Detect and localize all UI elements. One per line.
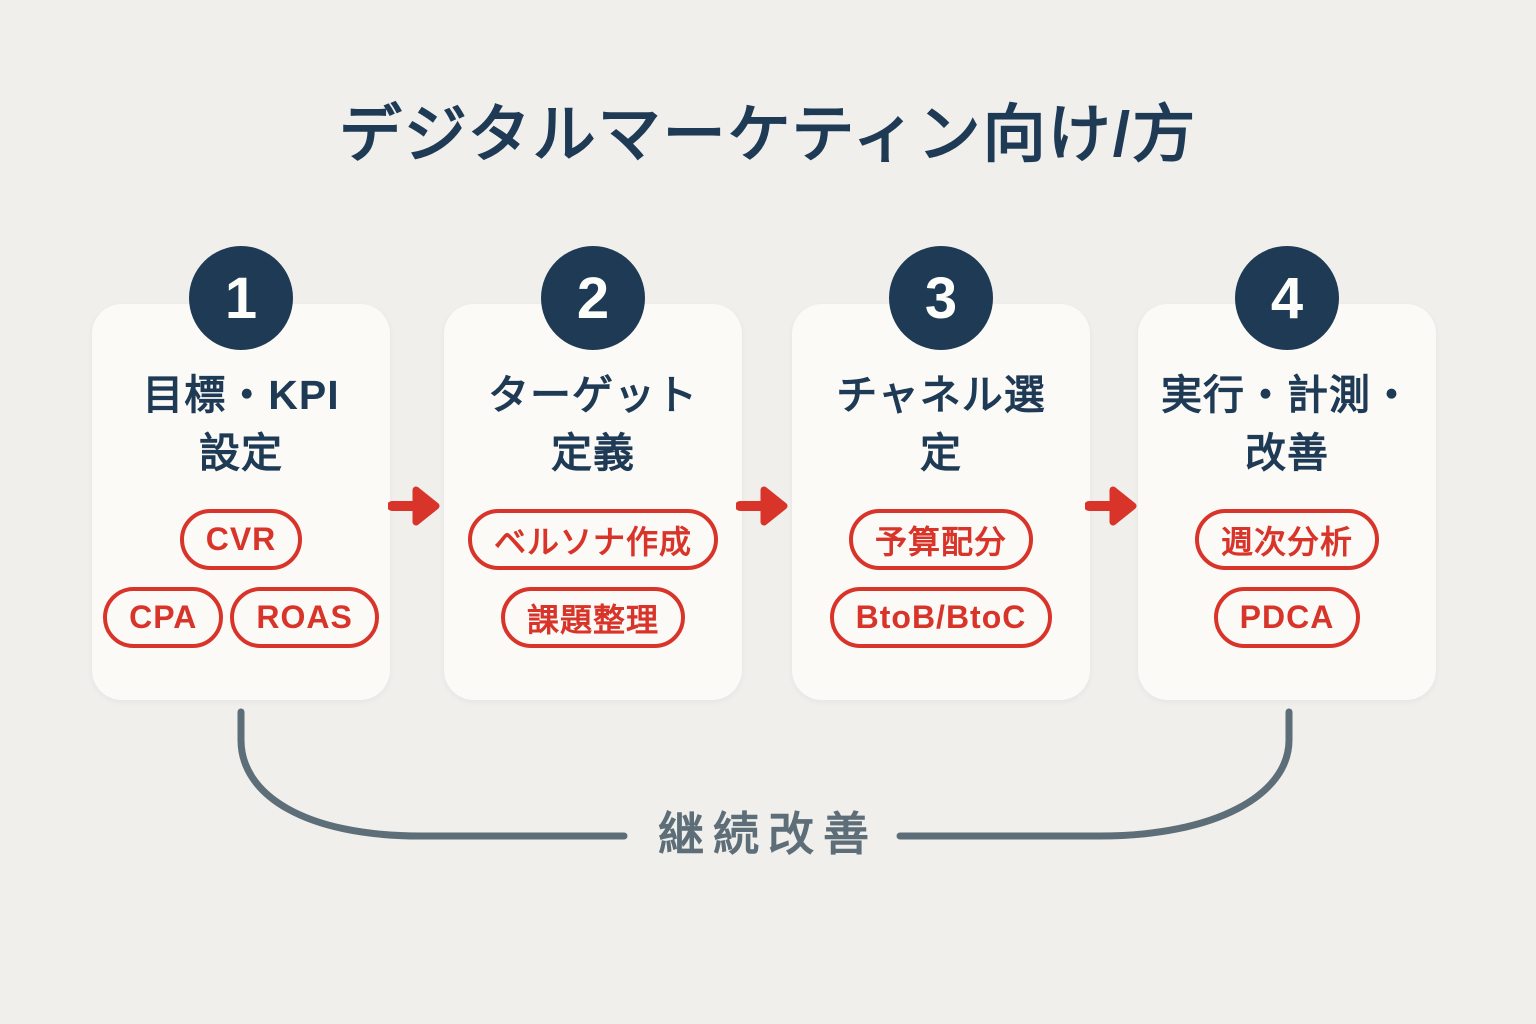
tag-row: CPA ROAS (103, 587, 379, 648)
step-title: チャネル選 定 (792, 366, 1090, 482)
step-number-badge: 3 (889, 246, 993, 350)
tag-row: BtoB/BtoC (829, 587, 1053, 648)
tag-group: 予算配分 BtoB/BtoC (792, 509, 1090, 648)
step-card-3: 3 チャネル選 定 予算配分 BtoB/BtoC (792, 246, 1090, 700)
step-number-badge: 1 (189, 246, 293, 350)
keyword-pill: CVR (179, 509, 303, 570)
keyword-pill: PDCA (1213, 587, 1361, 648)
keyword-pill: 週次分析 (1194, 509, 1379, 570)
step-title: 目標・KPI 設定 (92, 366, 390, 482)
tag-group: ベルソナ作成 課題整理 (444, 509, 742, 648)
step-title-line1: 実行・計測・ (1161, 372, 1413, 418)
keyword-pill: ベルソナ作成 (467, 509, 718, 570)
step-title-line1: ターゲット (488, 372, 698, 418)
step-card-2: 2 ターゲット 定義 ベルソナ作成 課題整理 (444, 246, 742, 700)
step-number-badge: 4 (1235, 246, 1339, 350)
feedback-loop-line (237, 708, 1293, 840)
tag-row: ベルソナ作成 (467, 509, 718, 570)
right-arrow-icon (387, 482, 444, 530)
tag-group: 週次分析 PDCA (1138, 509, 1436, 648)
keyword-pill: ROAS (230, 587, 379, 648)
keyword-pill: 課題整理 (500, 587, 685, 648)
step-title-line1: チャネル選 (836, 372, 1046, 418)
step-title-line2: 改善 (1245, 430, 1329, 476)
step-card-4: 4 実行・計測・ 改善 週次分析 PDCA (1138, 246, 1436, 700)
step-title: ターゲット 定義 (444, 366, 742, 482)
keyword-pill: CPA (103, 587, 224, 648)
page-title: デジタルマーケティン向け/方 (338, 100, 1198, 170)
right-arrow-icon (735, 482, 792, 530)
step-title: 実行・計測・ 改善 (1138, 366, 1436, 482)
step-title-line2: 定義 (551, 430, 635, 476)
keyword-pill: BtoB/BtoC (829, 587, 1053, 648)
tag-row: 課題整理 (500, 587, 685, 648)
keyword-pill: 予算配分 (848, 509, 1033, 570)
feedback-loop-label: 継続改善 (658, 808, 878, 860)
step-title-line1: 目標・KPI (142, 372, 340, 418)
step-title-line2: 定 (920, 430, 962, 476)
right-arrow-icon (1084, 482, 1141, 530)
tag-row: CVR (179, 509, 303, 570)
tag-row: 予算配分 (848, 509, 1033, 570)
step-number-badge: 2 (541, 246, 645, 350)
tag-row: PDCA (1213, 587, 1361, 648)
step-card-1: 1 目標・KPI 設定 CVR CPA ROAS (92, 246, 390, 700)
tag-group: CVR CPA ROAS (92, 509, 390, 648)
step-title-line2: 設定 (199, 430, 283, 476)
tag-row: 週次分析 (1194, 509, 1379, 570)
